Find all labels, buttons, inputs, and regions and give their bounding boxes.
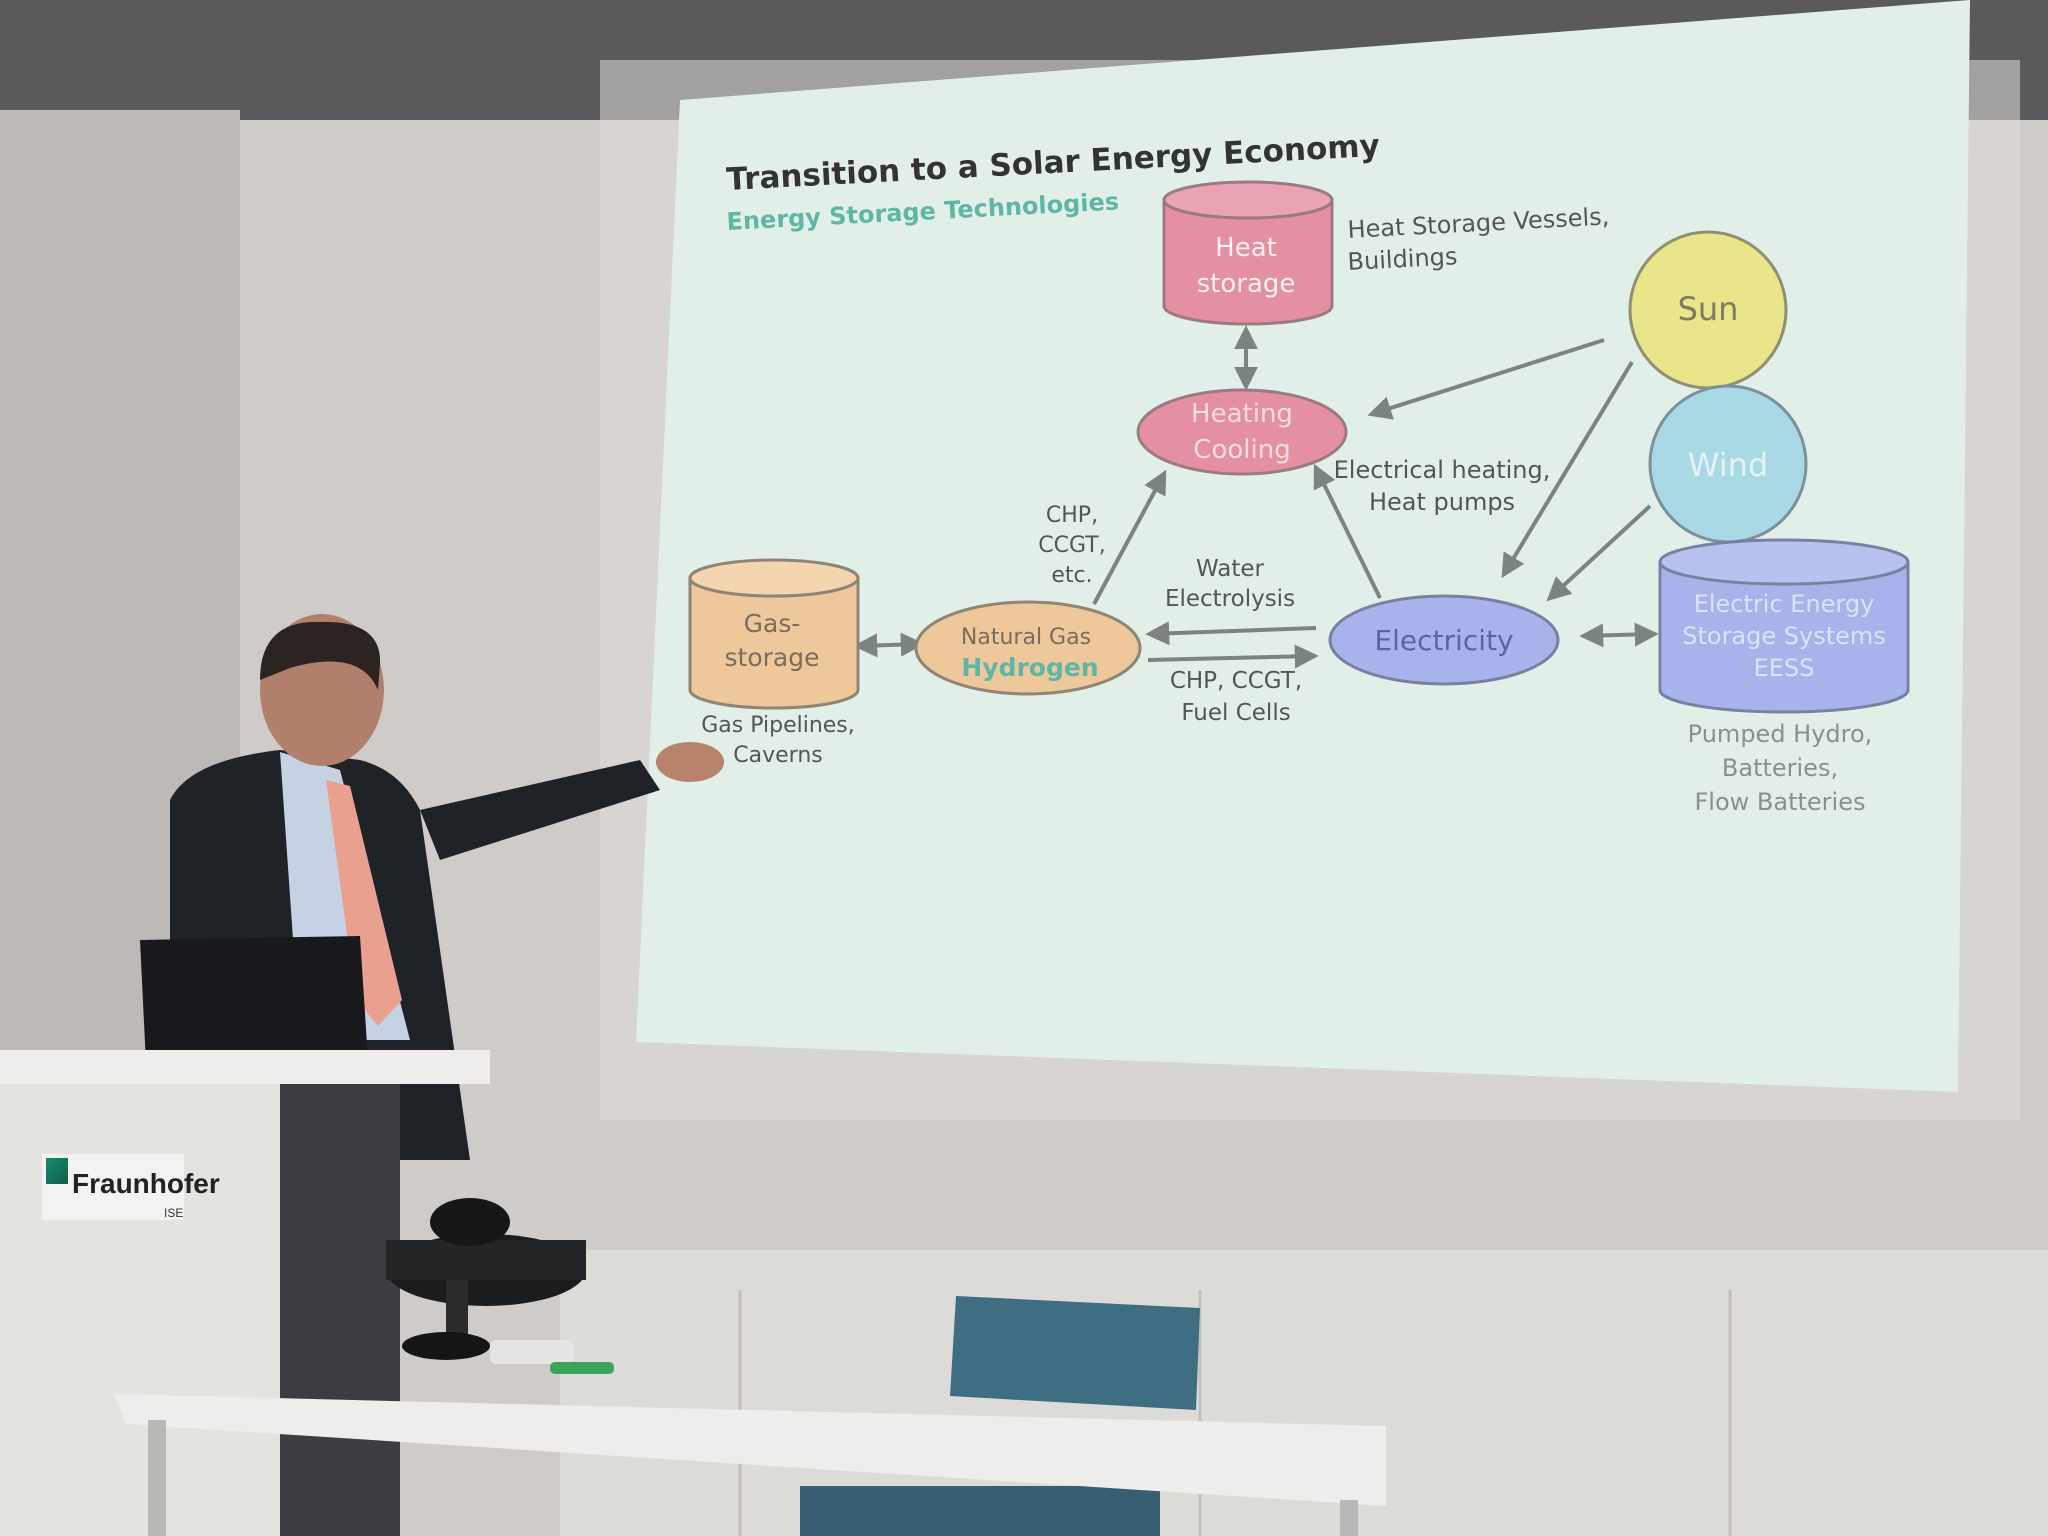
- marker-pen: [550, 1362, 614, 1374]
- eess-label-1: Electric Energy: [1694, 590, 1875, 618]
- wind-node: Wind: [1648, 384, 1808, 544]
- natural-gas-label: Natural Gas: [961, 625, 1091, 650]
- heat-storage-label-2: storage: [1197, 269, 1296, 299]
- arrow-gas-heating: [1092, 469, 1167, 605]
- presenter-tie: [326, 780, 402, 1026]
- chp-label-3: etc.: [1051, 563, 1092, 588]
- water-electrolysis-label-2: Electrolysis: [1165, 586, 1295, 612]
- podium-logo-name: Fraunhofer: [72, 1168, 220, 1199]
- gas-storage-label-2: storage: [725, 643, 820, 672]
- eess-note-1: Pumped Hydro,: [1688, 720, 1873, 748]
- remote-control: [490, 1340, 574, 1364]
- arrow-gas-electricity: [1147, 644, 1319, 669]
- chp-fuel-cells-label-1: CHP, CCGT,: [1170, 668, 1302, 694]
- gas-storage-note-2: Caverns: [733, 743, 822, 768]
- electricity-label: Electricity: [1374, 624, 1513, 657]
- eess-label-3: EESS: [1754, 654, 1815, 682]
- slide-background: [636, 0, 1970, 1092]
- water-electrolysis-label-1: Water: [1196, 556, 1265, 582]
- projected-slide: Transition to a Solar Energy Economy Ene…: [636, 0, 1970, 1092]
- arrow-gasstorage-gas: [853, 632, 925, 658]
- electricity-node: Electricity: [1328, 594, 1560, 686]
- sun-node: Sun: [1628, 230, 1788, 390]
- conference-speaker: [386, 1198, 586, 1360]
- chp-fuel-cells-label-2: Fuel Cells: [1181, 700, 1290, 726]
- eess-label-2: Storage Systems: [1682, 622, 1886, 650]
- eess-cylinder: Electric Energy Storage Systems EESS: [1658, 538, 1910, 714]
- sun-label: Sun: [1678, 290, 1739, 328]
- podium: [0, 1050, 490, 1536]
- presenter-hair: [260, 621, 381, 690]
- electrical-heating-label-1: Electrical heating,: [1334, 456, 1551, 484]
- heat-storage-note-2: Buildings: [1347, 242, 1458, 276]
- eess-note-2: Batteries,: [1722, 754, 1838, 782]
- arrow-sun-heating: [1367, 338, 1605, 420]
- podium-logo-sub: ISE: [164, 1206, 184, 1220]
- hydrogen-label: Hydrogen: [961, 653, 1098, 682]
- heating-label: Heating: [1191, 399, 1293, 429]
- chp-label-2: CCGT,: [1038, 533, 1105, 558]
- presenter-arm: [420, 760, 660, 860]
- wind-label: Wind: [1688, 446, 1768, 484]
- arrow-sun-electricity: [1501, 360, 1634, 579]
- cooling-label: Cooling: [1193, 435, 1290, 465]
- heat-storage-label-1: Heat: [1215, 233, 1277, 263]
- table-top: [114, 1394, 1386, 1506]
- gas-storage-label-1: Gas-: [744, 609, 801, 638]
- electrical-heating-label-2: Heat pumps: [1369, 488, 1515, 516]
- chair-seat: [800, 1486, 1160, 1536]
- fraunhofer-logo-icon: [46, 1158, 68, 1184]
- diagram-arrows: [853, 325, 1659, 669]
- gas-storage-note-1: Gas Pipelines,: [701, 713, 855, 738]
- arrow-electricity-heating: [1313, 463, 1382, 599]
- chp-label-1: CHP,: [1046, 503, 1098, 528]
- laptop: [140, 936, 368, 1064]
- arrow-wind-electricity: [1546, 504, 1652, 602]
- gas-storage-cylinder: Gas- storage: [688, 558, 860, 710]
- arrow-electricity-eess: [1579, 622, 1659, 648]
- eess-note-3: Flow Batteries: [1695, 788, 1866, 816]
- arrow-electricity-gas: [1145, 621, 1317, 646]
- heat-storage-cylinder: Heat storage: [1162, 180, 1334, 326]
- chair-back: [950, 1296, 1200, 1410]
- presenter-hand: [656, 742, 724, 782]
- heating-cooling-node: Heating Cooling: [1136, 388, 1348, 476]
- natural-gas-node: Natural Gas Hydrogen: [914, 600, 1142, 696]
